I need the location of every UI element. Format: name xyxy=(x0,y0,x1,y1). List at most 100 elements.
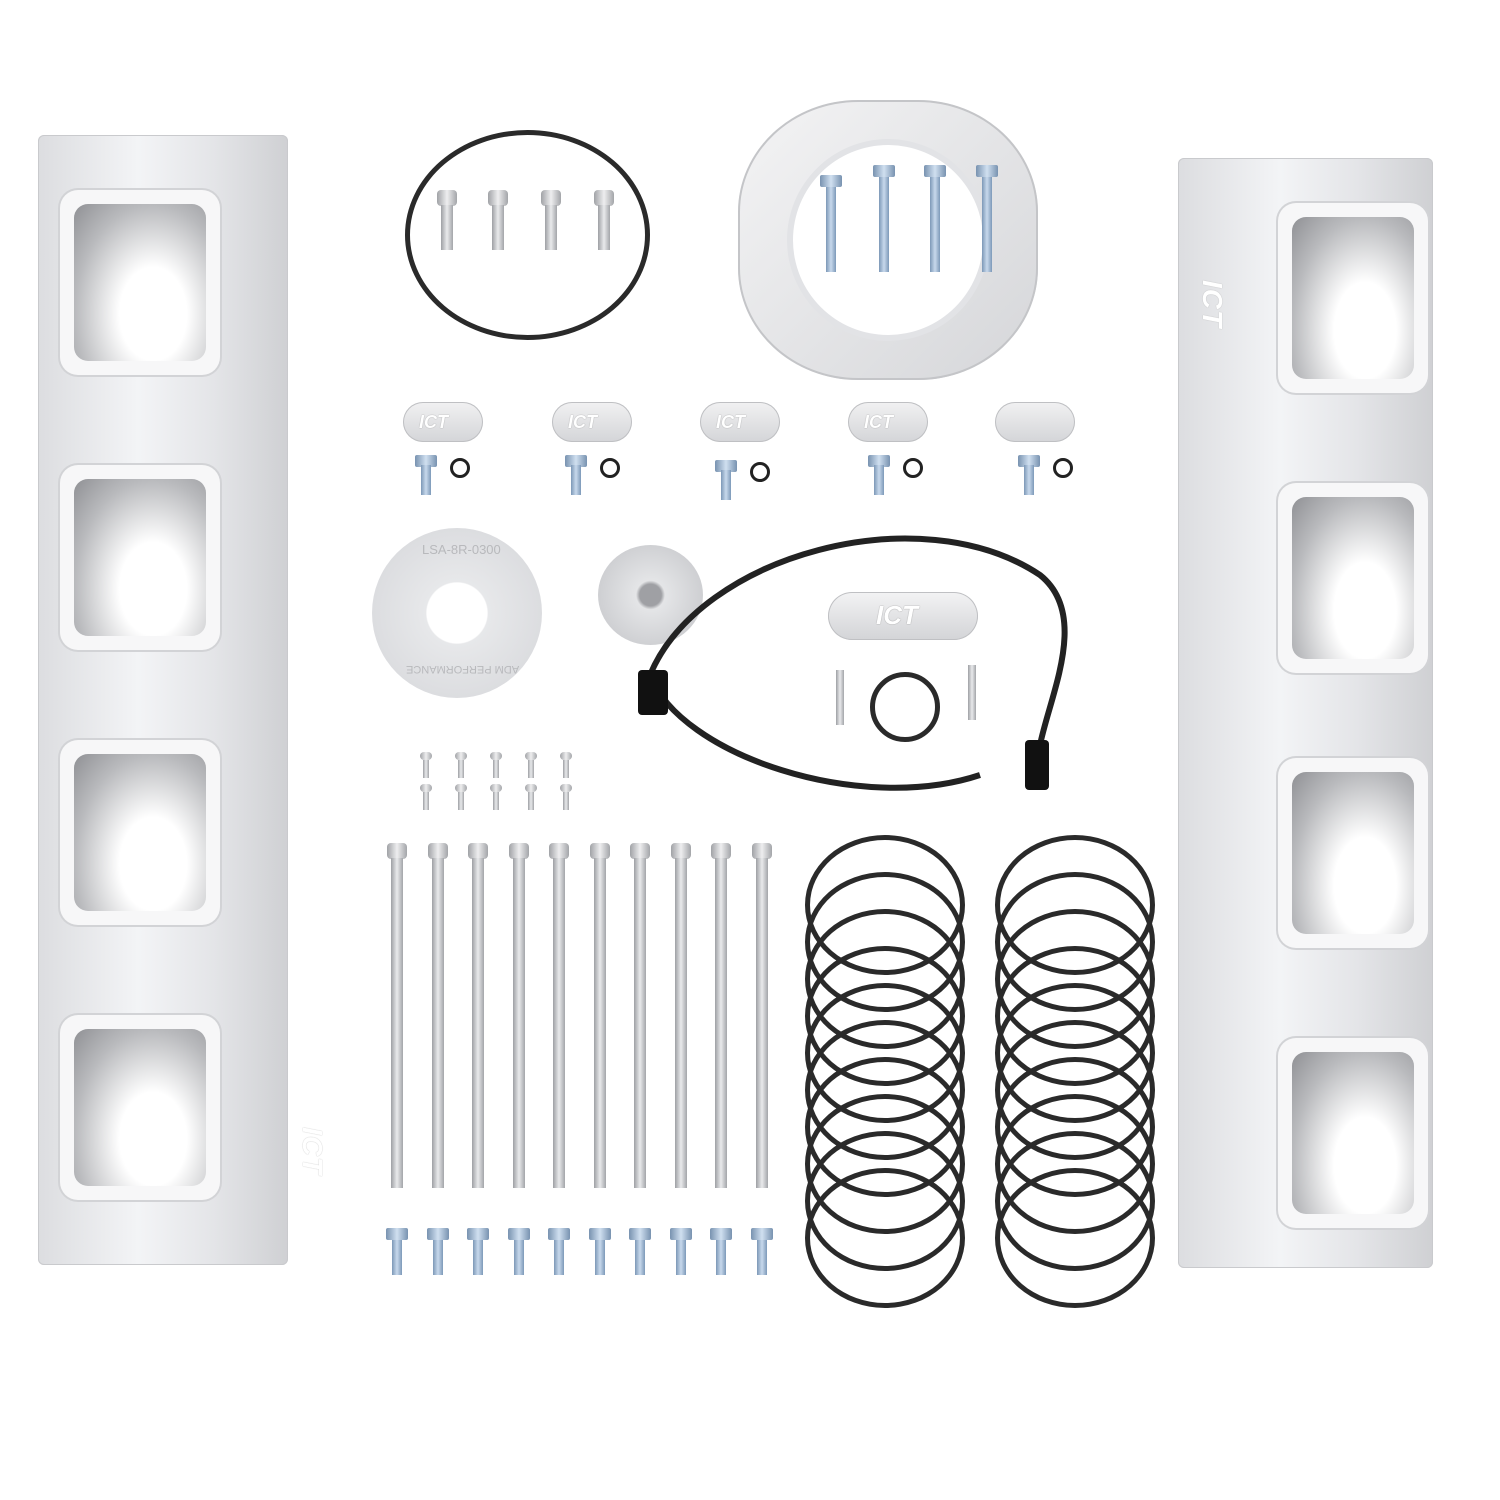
right-manifold-rail: ICT xyxy=(1178,158,1433,1268)
small-socket-screw xyxy=(528,760,534,778)
flange-bolt xyxy=(820,175,842,187)
small-socket-screw xyxy=(455,752,467,760)
small-oring xyxy=(1053,458,1073,478)
flange-bolt xyxy=(1018,455,1040,467)
large-oring xyxy=(995,1168,1155,1308)
pulley-maker-text: ADM PERFORMANCE xyxy=(406,663,520,675)
long-bolt xyxy=(391,858,403,1188)
small-oring xyxy=(600,458,620,478)
long-bolt xyxy=(755,858,768,1188)
socket-screw xyxy=(488,190,508,206)
sensor-tab xyxy=(995,402,1075,442)
long-bolt xyxy=(634,858,646,1188)
long-bolt xyxy=(553,858,565,1188)
supercharger-pulley: LSA-8R-0300 ADM PERFORMANCE xyxy=(372,528,542,698)
flange-bolt xyxy=(756,1240,767,1275)
flange-bolt-head xyxy=(669,1228,692,1240)
socket-screw xyxy=(545,205,557,250)
flange-bolt xyxy=(976,165,998,177)
flange-bolt xyxy=(716,1240,726,1275)
small-socket-screw xyxy=(423,760,429,778)
flange-bolt xyxy=(721,470,731,500)
long-bolt-head xyxy=(589,843,610,859)
sensor-fitting xyxy=(598,545,703,645)
small-socket-screw xyxy=(493,760,499,778)
flange-bolt-head xyxy=(588,1228,611,1240)
small-socket-screw xyxy=(560,752,572,760)
long-bolt-head xyxy=(468,843,488,859)
intake-port xyxy=(60,740,220,925)
medium-oring xyxy=(870,672,940,742)
intake-port xyxy=(60,190,220,375)
long-bolt-head xyxy=(387,843,407,859)
small-socket-screw xyxy=(490,784,502,792)
socket-screw xyxy=(437,190,457,206)
flange-bolt xyxy=(930,177,940,272)
logo-tab: ICT xyxy=(403,402,483,442)
intake-port xyxy=(1278,203,1428,393)
flange-bolt-head xyxy=(507,1228,530,1240)
long-bolt xyxy=(431,858,444,1188)
intake-port xyxy=(60,465,220,650)
small-oring xyxy=(903,458,923,478)
flange-bolt-head xyxy=(426,1228,449,1240)
flange-bolt-head xyxy=(548,1228,570,1240)
long-bolt xyxy=(715,858,727,1188)
long-bolt xyxy=(593,858,606,1188)
small-oring xyxy=(750,462,770,482)
flange-bolt-head xyxy=(710,1228,732,1240)
flange-bolt xyxy=(675,1240,686,1275)
socket-screw xyxy=(541,190,561,206)
flange-bolt xyxy=(982,177,992,272)
intake-port xyxy=(1278,1038,1428,1228)
left-manifold-rail: ICT xyxy=(38,135,328,1265)
block-off-plate: ICT xyxy=(828,592,978,640)
large-oring xyxy=(805,1168,965,1308)
small-socket-screw xyxy=(563,792,569,810)
flange-bolt xyxy=(421,465,431,495)
flange-bolt xyxy=(879,177,889,272)
small-socket-screw xyxy=(493,792,499,810)
socket-screw xyxy=(594,190,614,206)
flange-bolt xyxy=(715,460,737,472)
small-socket-screw xyxy=(528,792,534,810)
logo-tab: ICT xyxy=(848,402,928,442)
long-bolt-head xyxy=(508,843,529,859)
long-bolt-head xyxy=(630,843,650,859)
countersunk-screw xyxy=(968,665,976,720)
flange-bolt xyxy=(868,455,890,467)
small-socket-screw xyxy=(490,752,502,760)
intake-port xyxy=(1278,483,1428,673)
small-socket-screw xyxy=(423,792,429,810)
long-bolt xyxy=(472,858,484,1188)
countersunk-screw xyxy=(836,670,844,725)
flange-bolt xyxy=(594,1240,605,1275)
flange-bolt-head xyxy=(750,1228,773,1240)
flange-bolt xyxy=(826,187,836,272)
small-oring xyxy=(450,458,470,478)
long-bolt-head xyxy=(711,843,731,859)
flange-bolt xyxy=(635,1240,645,1275)
long-bolt xyxy=(512,858,525,1188)
intake-port xyxy=(1278,758,1428,948)
intake-port xyxy=(60,1015,220,1200)
flange-bolt xyxy=(1024,465,1034,495)
flange-bolt-head xyxy=(467,1228,489,1240)
flange-bolt xyxy=(565,455,587,467)
long-bolt-head xyxy=(427,843,448,859)
socket-screw xyxy=(441,205,453,250)
small-socket-screw xyxy=(458,760,464,778)
flange-bolt xyxy=(924,165,946,177)
flange-bolt xyxy=(513,1240,524,1275)
long-bolt-head xyxy=(549,843,569,859)
brand-logo: ICT xyxy=(297,1126,329,1176)
pulley-part-number: LSA-8R-0300 xyxy=(422,542,501,557)
logo-tab: ICT xyxy=(552,402,632,442)
brand-logo: ICT xyxy=(1197,279,1229,329)
flange-bolt xyxy=(432,1240,443,1275)
flange-bolt-head xyxy=(386,1228,408,1240)
large-oring xyxy=(405,130,650,340)
small-socket-screw xyxy=(560,784,572,792)
flange-bolt xyxy=(473,1240,483,1275)
socket-screw xyxy=(598,205,610,250)
